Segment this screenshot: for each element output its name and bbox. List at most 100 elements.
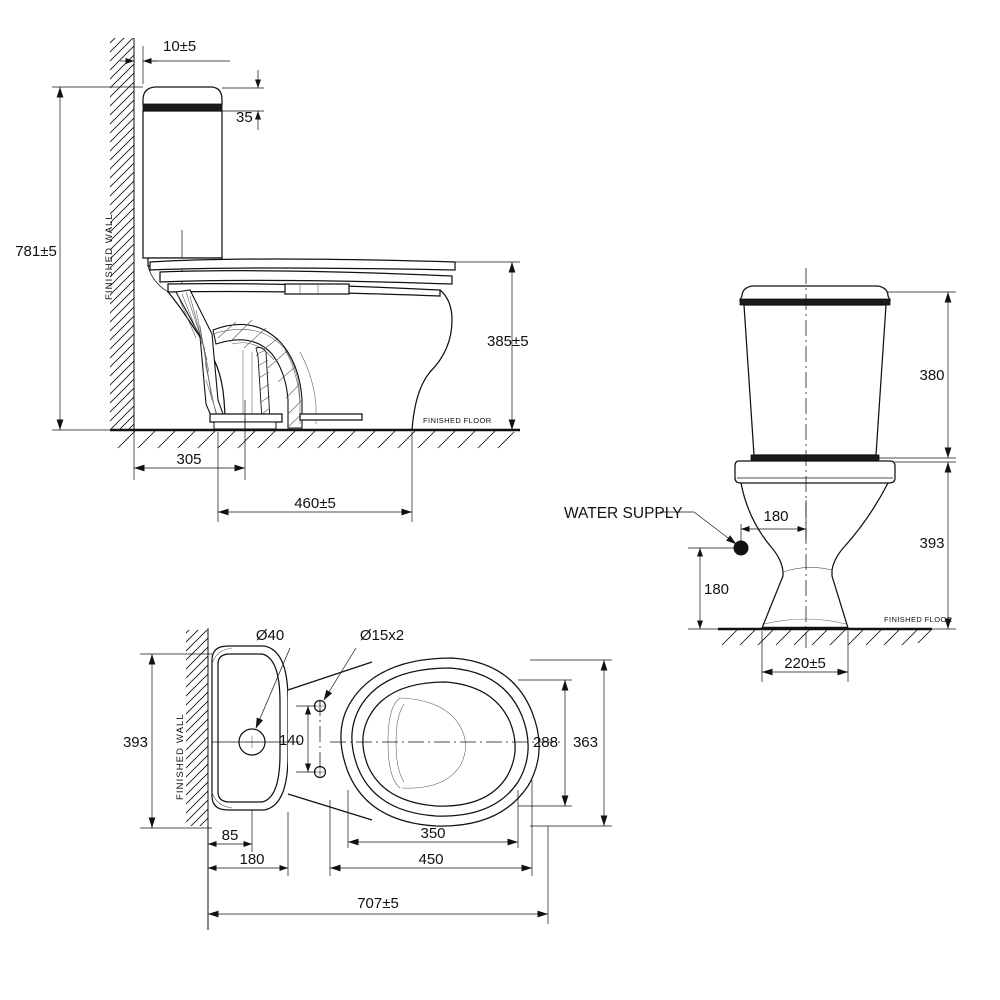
dim-lid-value: 35 [236,109,253,126]
dim-plan-wall-to-tank-front: 85 [207,810,253,852]
plan-tank-corner-tl [211,647,233,665]
plan-cistern [211,645,289,811]
side-finished-wall-label: FINISHED WALL [104,213,115,300]
front-tank-seat-band [750,454,880,462]
dim-front-tank-height: 380 [879,291,956,459]
side-trap-wall-left-hatch [177,291,221,425]
water-supply-label: WATER SUPPLY [564,505,683,522]
front-bowl-rim-band [734,460,896,484]
plan-bowl [212,657,560,827]
front-finished-floor-label: FINISHED FLOOR [884,615,953,624]
dim-front-base-width: 220±5 [761,631,849,682]
dim-side-rough-in: 305 [133,418,246,480]
plan-bowl-neck-fill [288,667,350,817]
dim-plan-bowl-inner-length: 350 [347,790,519,848]
dim-288-value: 288 [533,734,558,751]
dim-plan-overall-length: 707±5 [207,826,549,924]
front-floor [718,627,933,646]
dim-side-overall-height: 781±5 [15,86,143,431]
plan-neck-top [287,661,373,691]
side-outlet-hidden [284,349,301,424]
dim-350-value: 350 [420,825,445,842]
front-tank-lid [738,285,892,301]
dim-side-lid-thickness: 35 [222,70,264,130]
dim-380-value: 380 [919,367,944,384]
dim-180h-value: 180 [763,508,788,525]
dim-707-value: 707±5 [357,895,399,912]
side-tank-body [142,110,223,259]
dim-450-value: 450 [418,851,443,868]
side-wall [110,38,135,432]
front-tank-body [743,304,887,456]
front-tank-lid-band [739,298,891,306]
side-tank-lid-band [142,103,223,112]
plan-view: FINISHED WALL [123,627,612,930]
front-pedestal-base-curve [763,618,847,625]
side-flush-connector [147,265,169,293]
side-trap-foot [209,413,283,423]
side-floor-flange [299,413,363,421]
dim-85-value: 85 [222,827,239,844]
side-trap-riser-hatch [256,349,271,415]
front-bowl-rim [734,454,896,484]
dim-side-tank-gap: 10±5 [120,38,230,84]
side-bowl-right-profile [411,289,453,431]
side-outlet-hidden-b [299,351,317,424]
dim-140-value: 140 [279,732,304,749]
plan-d40-value: Ø40 [256,627,284,644]
dim-plan-tank-width: 393 [123,653,212,829]
plan-finished-wall-label: FINISHED WALL [175,713,186,800]
water-supply-leader-d [693,511,737,545]
dim-front-supply-offset: 180 [740,500,807,545]
dim-plan-bowl-outer-width: 363 [530,659,612,827]
dim-460-value: 460±5 [294,495,336,512]
plan-bolt-holes [313,699,327,779]
front-bowl-body [740,482,889,630]
dim-side-seat-height: 385±5 [440,261,529,431]
dim-plan-bowl-inner-width: 288 [518,679,572,807]
dim-p180-value: 180 [239,851,264,868]
dim-305-value: 305 [176,451,201,468]
front-floor-hatch [721,628,933,646]
side-seat-hinge [284,283,350,295]
plan-wall [186,628,209,930]
front-water-supply: WATER SUPPLY [564,505,749,556]
dim-plan-bowl-outer-length: 450 [329,780,533,876]
side-trap-riser [255,347,271,421]
side-floor [110,428,520,449]
dim-180v-value: 180 [704,581,729,598]
plan-rim-inner [362,681,516,807]
side-seat-assembly [147,257,456,297]
side-trap-inner-hidden [212,329,301,403]
side-finished-floor-label: FINISHED FLOOR [423,416,492,425]
front-bowl-outline [740,482,889,629]
side-trapway-section [175,289,363,430]
dim-plan-wall-to-tank-edge: 180 [207,812,289,876]
front-elevation-view: WATER SUPPLY FINISHED FLOOR 380 393 [564,268,956,682]
plan-d15-leader [323,647,357,701]
dim-393-value: 393 [919,535,944,552]
side-tank-lid [142,86,223,106]
plan-d15-value: Ø15x2 [360,627,404,644]
plan-seat-outline [351,667,529,817]
side-trap-bend [212,323,303,429]
plan-wall-hatch [186,630,208,826]
dim-781-value: 781±5 [15,243,57,260]
dim-front-supply-height: 180 [688,547,762,630]
leader-bolt-holes: Ø15x2 [323,627,404,701]
side-floor-hatch [117,429,515,449]
front-pedestal-top-curve [782,567,833,573]
dim-front-bowl-height: 393 [893,461,956,630]
dim-385-value: 385±5 [487,333,529,350]
side-elevation-view: FINISHED WALL FINISHED FLOOR 10±5 35 [15,38,529,522]
dim-220-value: 220±5 [784,655,826,672]
side-trap-wall-left [175,289,229,429]
side-wall-hatch [110,38,134,430]
dim-p393-value: 393 [123,734,148,751]
front-cistern [738,285,892,456]
dim-side-projection: 460±5 [217,432,413,522]
dim-363-value: 363 [573,734,598,751]
plan-tank-corner-bl [211,791,233,809]
